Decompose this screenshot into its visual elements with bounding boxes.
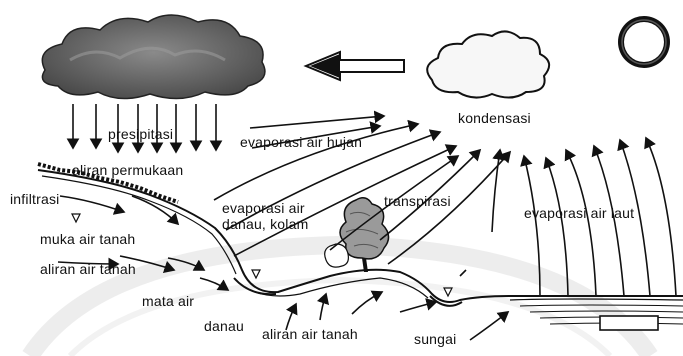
label-aliran-permukaan: aliran permukaan <box>72 162 183 178</box>
label-infiltrasi: infiltrasi <box>10 191 59 207</box>
label-presipitasi: presipitasi <box>108 126 173 142</box>
label-evaporasi-air-danau-line1: evaporasi air <box>222 200 308 216</box>
tree-icon <box>325 198 389 272</box>
label-danau: danau <box>204 318 244 334</box>
label-muka-air-tanah: muka air tanah <box>40 231 135 247</box>
cloud-icon <box>427 31 549 97</box>
label-evaporasi-air-laut: evaporasi air laut <box>524 205 634 221</box>
label-evaporasi-air-danau: evaporasi air danau, kolam <box>222 200 308 232</box>
label-aliran-air-tanah-bottom: aliran air tanah <box>262 326 358 342</box>
label-kondensasi: kondensasi <box>458 110 531 126</box>
label-mata-air: mata air <box>142 293 194 309</box>
label-aliran-air-tanah-left: aliran air tanah <box>40 261 136 277</box>
arrow-icon <box>306 52 404 80</box>
sun-icon <box>618 16 670 68</box>
rain-cloud-icon <box>42 15 265 99</box>
label-transpirasi: transpirasi <box>384 193 451 209</box>
label-evaporasi-air-danau-line2: danau, kolam <box>222 216 308 232</box>
label-evaporasi-air-hujan: evaporasi air hujan <box>240 134 362 150</box>
label-sungai: sungai <box>414 331 456 347</box>
